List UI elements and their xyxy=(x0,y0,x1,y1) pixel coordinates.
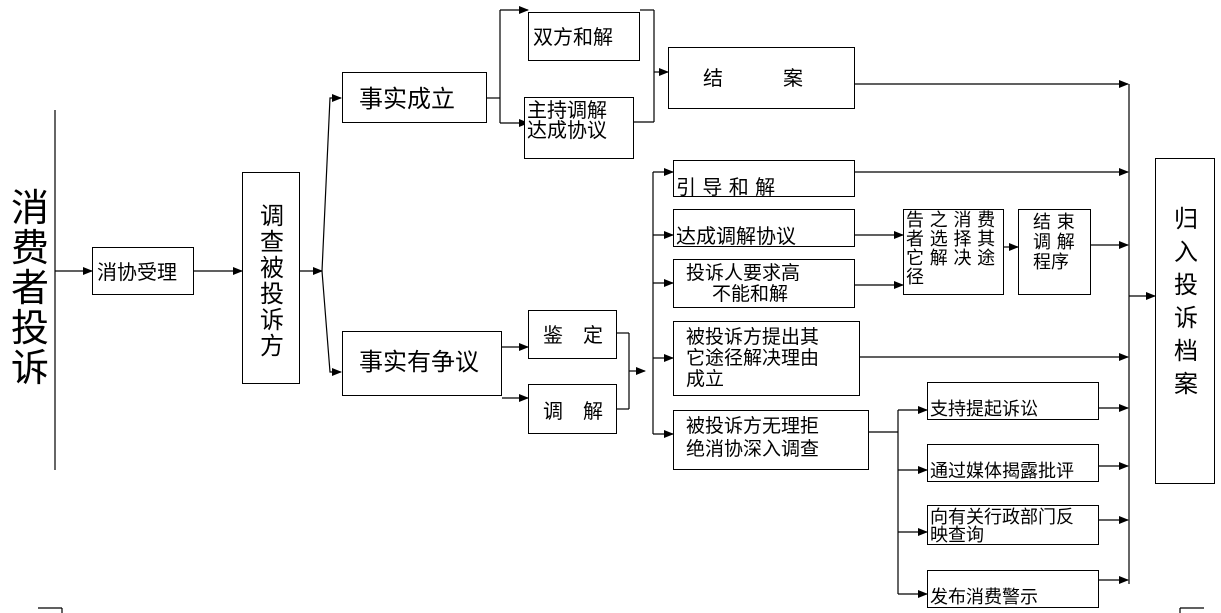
consumer-association-accept-box: 消协受理 xyxy=(92,247,194,295)
consumer-warning-box: 发布消费警示 xyxy=(927,570,1099,608)
refuse-line-1: 被投诉方无理拒 xyxy=(686,415,820,437)
high-demand-line-1: 投诉人要求高 xyxy=(686,262,801,284)
end-line-1: 结 束 xyxy=(1033,212,1075,233)
refuse-investigation-box: 被投诉方无理拒 绝消协深入调查 xyxy=(673,410,869,470)
report-admin-line-2: 映查询 xyxy=(930,525,984,546)
other-way-box: 被投诉方提出其 它途径解决理由 成立 xyxy=(673,321,860,396)
notify-line-1: 告 之 消 费 xyxy=(906,210,996,231)
mediated-line-1: 主持调解 xyxy=(527,98,607,122)
mutual-settlement-label: 双方和解 xyxy=(533,25,613,49)
consumer-warning-label: 发布消费警示 xyxy=(930,587,1038,608)
mutual-settlement-box: 双方和解 xyxy=(528,12,640,61)
end-line-2: 调 解 xyxy=(1033,232,1075,253)
notify-line-3: 它 解 决 途 xyxy=(906,248,996,269)
fact-disputed-box: 事实有争议 xyxy=(342,331,502,396)
end-mediation-box: 结 束 调 解 程序 xyxy=(1018,209,1091,295)
report-admin-line-1: 向有关行政部门反 xyxy=(930,507,1074,528)
appraisal-label: 鉴 定 xyxy=(543,323,603,347)
investigate-box: 调查被投诉方 xyxy=(242,172,300,384)
mediation-box: 调 解 xyxy=(528,384,617,434)
notify-other-way-box: 告 之 消 费 者 选 择 其 它 解 决 途 径 xyxy=(903,209,1004,295)
start-consumer-complaint: 消费者投诉 xyxy=(10,186,49,390)
report-admin-box: 向有关行政部门反 映查询 xyxy=(927,505,1099,545)
guide-settlement-label: 引 导 和 解 xyxy=(676,175,776,199)
fact-disputed-label: 事实有争议 xyxy=(359,348,479,376)
end-line-3: 程序 xyxy=(1033,252,1069,273)
other-way-line-2: 它途径解决理由 xyxy=(686,347,820,369)
appraisal-box: 鉴 定 xyxy=(528,310,617,359)
notify-line-4: 径 xyxy=(906,267,924,288)
high-demand-box: 投诉人要求高 不能和解 xyxy=(673,259,855,308)
mediation-label: 调 解 xyxy=(543,399,603,423)
archive-box: 归入投诉档案 xyxy=(1155,158,1215,484)
notify-line-2: 者 选 择 其 xyxy=(906,229,996,250)
fact-established-label: 事实成立 xyxy=(359,85,455,113)
archive-label: 归入投诉档案 xyxy=(1174,205,1198,398)
guide-settlement-box: 引 导 和 解 xyxy=(673,160,855,197)
mediated-line-2: 达成协议 xyxy=(527,118,607,142)
fact-established-box: 事实成立 xyxy=(342,72,487,123)
media-expose-label: 通过媒体揭露批评 xyxy=(930,461,1074,482)
mediation-agreement-label: 达成调解协议 xyxy=(676,224,796,248)
case-closed-label: 结 案 xyxy=(703,66,803,90)
media-expose-box: 通过媒体揭露批评 xyxy=(927,444,1099,482)
support-lawsuit-box: 支持提起诉讼 xyxy=(927,382,1099,420)
high-demand-line-2: 不能和解 xyxy=(712,283,789,305)
mediated-agreement-box: 主持调解 达成协议 xyxy=(524,97,634,159)
investigate-label: 调查被投诉方 xyxy=(260,202,284,360)
accept-label: 消协受理 xyxy=(97,260,177,284)
other-way-line-3: 成立 xyxy=(686,368,725,390)
mediation-agreement-box: 达成调解协议 xyxy=(673,209,855,247)
other-way-line-1: 被投诉方提出其 xyxy=(686,326,820,348)
refuse-line-2: 绝消协深入调查 xyxy=(686,438,820,460)
support-lawsuit-label: 支持提起诉讼 xyxy=(930,399,1038,420)
case-closed-box: 结 案 xyxy=(668,47,855,109)
